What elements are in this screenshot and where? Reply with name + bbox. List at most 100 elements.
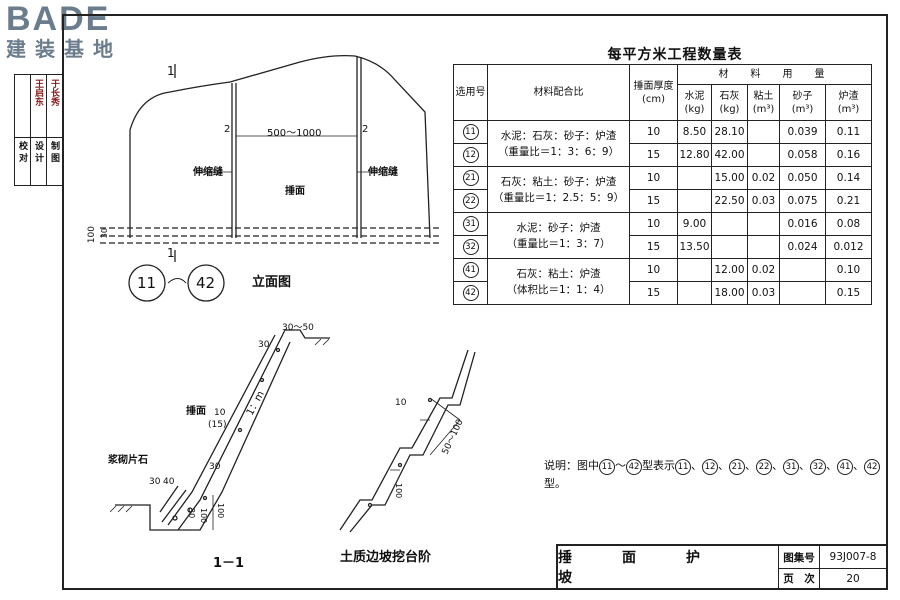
section-mark-bottom: 1 <box>167 246 175 260</box>
row-value: 0.024 <box>779 235 826 259</box>
section-dim-10: 10 <box>214 408 226 418</box>
row-code: 31 <box>453 212 488 236</box>
row-code: 21 <box>453 166 488 190</box>
row-value <box>747 235 780 259</box>
brand-logo-text: BADE <box>6 0 111 38</box>
row-value <box>747 212 780 236</box>
surface-label: 捶面 <box>285 186 305 197</box>
atlas-number: 93J007-8 <box>820 546 886 569</box>
row-mix: 石灰：粘土：炉渣（体积比＝1：1：4） <box>487 258 630 305</box>
header-mix: 材料配合比 <box>487 64 630 121</box>
range-from: 11 <box>137 274 157 292</box>
section-dim-30b: 30 <box>209 462 221 472</box>
drawing-frame <box>62 14 888 590</box>
header-material-4: 炉渣(m³) <box>825 84 872 121</box>
header-materials: 材 料 用 量 <box>677 64 872 85</box>
section-title: 1－1 <box>213 556 245 571</box>
role-draw: 制 图 <box>49 141 59 163</box>
note-code-circle: 31 <box>783 459 799 475</box>
note-code-circle: 21 <box>729 459 745 475</box>
section-mark-top: 1 <box>167 64 175 78</box>
role-check: 校 对 <box>17 141 27 163</box>
note-code-circle: 11 <box>675 459 691 475</box>
elevation-title: 立面图 <box>252 275 292 290</box>
dim-100: 100 <box>87 226 97 244</box>
signer-name-2: 于长秀 <box>49 79 59 106</box>
row-value: 12.00 <box>711 258 748 282</box>
row-value: 0.02 <box>747 258 780 282</box>
section-dim-30a: 30 <box>258 340 270 350</box>
table-title: 每平方米工程数量表 <box>607 47 743 63</box>
header-material-2: 粘土(m³) <box>747 84 780 121</box>
brand-logo: BADE 建装基地 <box>6 2 146 72</box>
header-material-1: 石灰(kg) <box>711 84 748 121</box>
section-dim-30c: 30 <box>149 477 161 487</box>
steps-dim-100: 100 <box>394 483 403 499</box>
row-value: 0.11 <box>825 120 872 144</box>
row-value: 28.10 <box>711 120 748 144</box>
row-value: 0.016 <box>779 212 826 236</box>
page-label: 页 次 <box>779 569 820 588</box>
note-code-circle: 42 <box>626 459 642 475</box>
steps-title: 土质边坡挖台阶 <box>340 550 432 565</box>
signature-strip: 王启东 于长秀 校 对 设 计 制 图 <box>14 74 62 186</box>
note-code-circle: 32 <box>810 459 826 475</box>
row-value: 0.075 <box>779 189 826 213</box>
header-units-row: 水泥(kg)石灰(kg)粘土(m³)砂子(m³)炉渣(m³) <box>454 84 872 121</box>
row-mix: 水泥：砂子：炉渣（重量比＝1：3：7） <box>487 212 630 259</box>
row-value: 0.14 <box>825 166 872 190</box>
row-value <box>711 212 748 236</box>
page-number: 20 <box>846 572 860 585</box>
note-code-circle: 41 <box>837 459 853 475</box>
title-block: 捶 面 护 坡 图集号 93J007-8 页 次 20 <box>556 544 888 590</box>
row-value <box>677 258 712 282</box>
note-code-circle: 22 <box>756 459 772 475</box>
section-dim-top: 30～50 <box>282 323 314 333</box>
note-code-circle: 11 <box>599 459 615 475</box>
row-code: 22 <box>453 189 488 213</box>
row-value: 9.00 <box>677 212 712 236</box>
row-value: 0.050 <box>779 166 826 190</box>
row-value: 0.15 <box>825 281 872 305</box>
row-value <box>677 166 712 190</box>
row-value: 0.08 <box>825 212 872 236</box>
note-code-circle: 42 <box>864 459 880 475</box>
row-thickness: 15 <box>629 189 678 213</box>
row-value: 0.02 <box>747 166 780 190</box>
row-mix: 石灰：粘土：砂子：炉渣（重量比＝1：2.5：5：9） <box>487 166 630 213</box>
row-thickness: 10 <box>629 258 678 282</box>
expansion-joint-right: 伸缩缝 <box>368 167 398 178</box>
joint-width-left: 2 <box>224 124 231 135</box>
row-value: 0.03 <box>747 189 780 213</box>
row-value: 0.16 <box>825 143 872 167</box>
header-thickness: 捶面厚度(cm) <box>629 64 678 121</box>
row-value <box>747 143 780 167</box>
expansion-joint-left: 伸缩缝 <box>193 167 223 178</box>
section-surface-label: 捶面 <box>186 406 206 417</box>
row-thickness: 10 <box>629 212 678 236</box>
row-value: 0.012 <box>825 235 872 259</box>
row-value <box>711 235 748 259</box>
brand-logo-cn: 建装基地 <box>6 37 122 61</box>
row-value <box>779 258 826 282</box>
row-value: 0.058 <box>779 143 826 167</box>
header-material-3: 砂子(m³) <box>779 84 826 121</box>
row-value: 22.50 <box>711 189 748 213</box>
stepped-slope-drawing <box>339 349 476 533</box>
row-value: 13.50 <box>677 235 712 259</box>
row-code: 12 <box>453 143 488 167</box>
joint-spacing-label: 500～1000 <box>267 128 322 139</box>
section-1-1-drawing <box>109 329 330 531</box>
header-code: 选用号 <box>453 64 488 121</box>
row-value: 8.50 <box>677 120 712 144</box>
row-thickness: 10 <box>629 166 678 190</box>
row-thickness: 15 <box>629 281 678 305</box>
joint-width-right: 2 <box>362 124 369 135</box>
row-value <box>747 120 780 144</box>
row-code: 41 <box>453 258 488 282</box>
